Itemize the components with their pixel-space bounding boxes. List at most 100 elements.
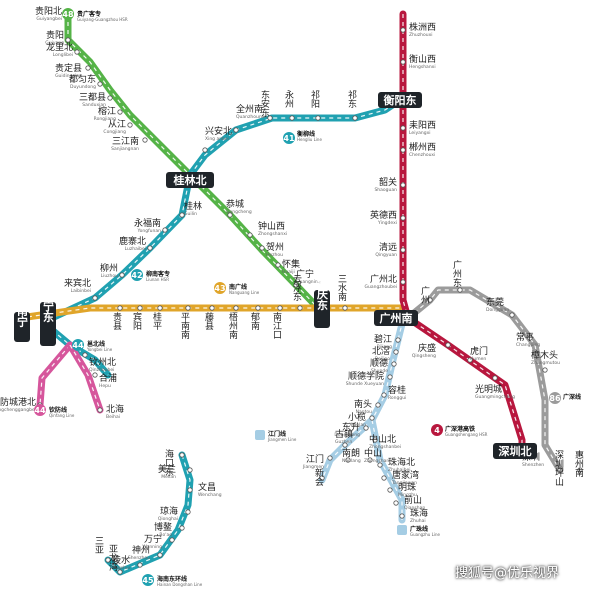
line-name-yongbei: 邕北线 [87,340,105,348]
station-dot-zhongshanbei [372,437,378,443]
station-label-xinganbei: 兴安北 [205,125,232,137]
station-en-quanzhounan: Quanzhounan [236,114,267,120]
line-number-guangshengang: 4 [434,426,440,435]
station-dot-yongzhou [289,115,295,121]
station-dot-gongcheng [227,212,233,218]
station-en-qianshan: Qianshan [404,505,425,511]
line-number-badge-yongbei [72,339,84,351]
station-label-qidong: 祁东 [346,89,357,108]
watermark-bar: 搜狐号@优乐视界 [455,562,595,584]
station-en-fangchenggangbei: Fangchenggangbei [0,407,36,413]
route-yongbei-dash [51,329,109,376]
line-name-hainan: 海南东环线 [157,575,187,583]
station-en-qinzhoubei: Qinzhoubei [89,367,114,373]
line-en-qinfang: Qinfang Line [49,413,75,418]
station-en-jiangmendong: Jiangmen [302,464,324,470]
station-label-liuzhou: 柳州 [100,262,118,274]
station-dot-qiyang [315,115,321,121]
station-dot-shaoguan [400,182,406,188]
station-dot-duyundong [97,81,103,87]
station-en-changping: Changping [516,342,540,348]
station-en-qionghai: Qionghai [158,516,178,522]
line-name-guangshen: 广深线 [563,393,581,401]
station-en-zhongshan: Zhongshan [364,458,389,464]
hub-box-zhaoqingdong [314,290,330,328]
station-en-biyang: Bijiang [377,344,392,350]
station-dot-sanshuinan [342,305,348,311]
station-dot-zhongshan [367,457,373,463]
station-label-lingshui: 陵水 [112,554,130,566]
hub-label-hengyangdong: 衡阳东 [384,93,417,107]
station-dot-wanning [169,537,175,543]
station-dot-qidong [352,115,358,121]
station-dot-meilan [187,467,193,473]
station-label-guangzhou: 广州 [419,285,430,304]
line-en-yongbei: Yongbei Line [86,347,113,352]
station-label-xiaolan: 小榄 [348,411,366,423]
station-dot-binyang [137,305,143,311]
line-en-guiguang: Guiyang-Guangzhou HSR [77,17,128,22]
station-en-wenchang: Wenchang [198,492,222,498]
line-badge-guangzhu [397,525,407,535]
station-en-humen: Humen [470,356,486,362]
station-dot-sanduxian [107,95,113,101]
station-label-nanjiangkou: 南江口 [271,311,282,339]
station-en-luzhaibei: Luzhaibei [125,246,146,252]
station-dot-zhongshanxi [247,232,253,238]
hub-label-nanning: 南宁 [16,304,29,328]
station-label-rongjiang: 榕江 [98,105,116,117]
station-label-pingnannan: 平南南 [179,312,190,339]
line-number-guangshen: 86 [549,394,561,403]
station-dot-nanlang [345,457,351,463]
station-en-dongguan: Dongguan [486,307,509,313]
station-dot-jiangmendong [327,455,333,461]
station-en-huaiji: Huaiji [282,269,295,275]
line-name-guangzhu: 广珠线 [410,525,428,533]
station-dot-rongjiang [117,109,123,115]
hub-box-nanningdong [40,302,56,346]
station-label-ronggui: 容桂 [388,384,406,396]
hub-label-nanningdong: 南宁东 [42,288,55,323]
station-en-meilan: Meilan [161,474,176,480]
line-name-hengliu: 衡柳线 [297,130,315,138]
line-en-hengliu: Hengliu Line [297,137,322,142]
station-label-sanya: 三亚 [93,536,104,554]
station-dot-zhuzhouxi [400,27,406,33]
station-label-guidingxian: 贵定县 [55,62,82,74]
station-label-luzhaibei: 鹿寨北 [119,235,146,247]
station-label-shenzhou: 神州 [132,544,150,556]
station-dot-nantou [375,402,381,408]
station-label-zhangmutou: 樟木头 [531,349,558,361]
line-en-liunan: Liunan HSR [146,277,169,282]
station-label-qionghai: 琼海 [160,505,178,517]
station-label-boao: 博鳌 [154,521,172,533]
station-label-dongsheng: 东升 [342,421,360,433]
station-dot-hepu [92,372,98,378]
line-en-hainan: Hainan Dongshan Line [157,582,203,587]
hub-label-shenzhenbei: 深圳北 [499,444,532,458]
hub-box-guilinbei [166,172,214,188]
station-en-shundexueyuan: Shunde Xueyuan [346,381,384,387]
line-number-qinfang: 44 [34,406,46,415]
station-dot-humen [467,357,473,363]
line-number-guiguang: 48 [62,10,74,19]
station-dot-guilin [179,212,185,218]
station-label-humen: 虎门 [470,345,488,357]
station-dot-biyang [395,337,401,343]
station-en-hepu: Hepu [99,383,111,389]
station-en-guangmingcheng: Guangmingcheng [475,394,515,400]
station-dot-zhuhaibei [377,462,383,468]
station-dot-luzhaibei [147,245,153,251]
hub-box-shenzhenbei [493,443,537,459]
station-en-shenzhou: Shenzhou [128,555,150,561]
station-dot-guzhen [342,442,348,448]
route-guangshen-dash [407,289,561,471]
station-dot-quanzhounan [233,127,239,133]
route-qinfang [36,341,74,409]
line-number-hengliu: 41 [283,134,295,143]
station-label-guangzhoubei: 广州北 [370,273,397,285]
line-en-nanguang: Nanguang Line [229,290,260,295]
station-label-binyang: 宾阳 [131,311,142,330]
station-label-longlibei: 龙里北 [46,41,73,53]
line-number-hainan: 45 [142,576,154,585]
